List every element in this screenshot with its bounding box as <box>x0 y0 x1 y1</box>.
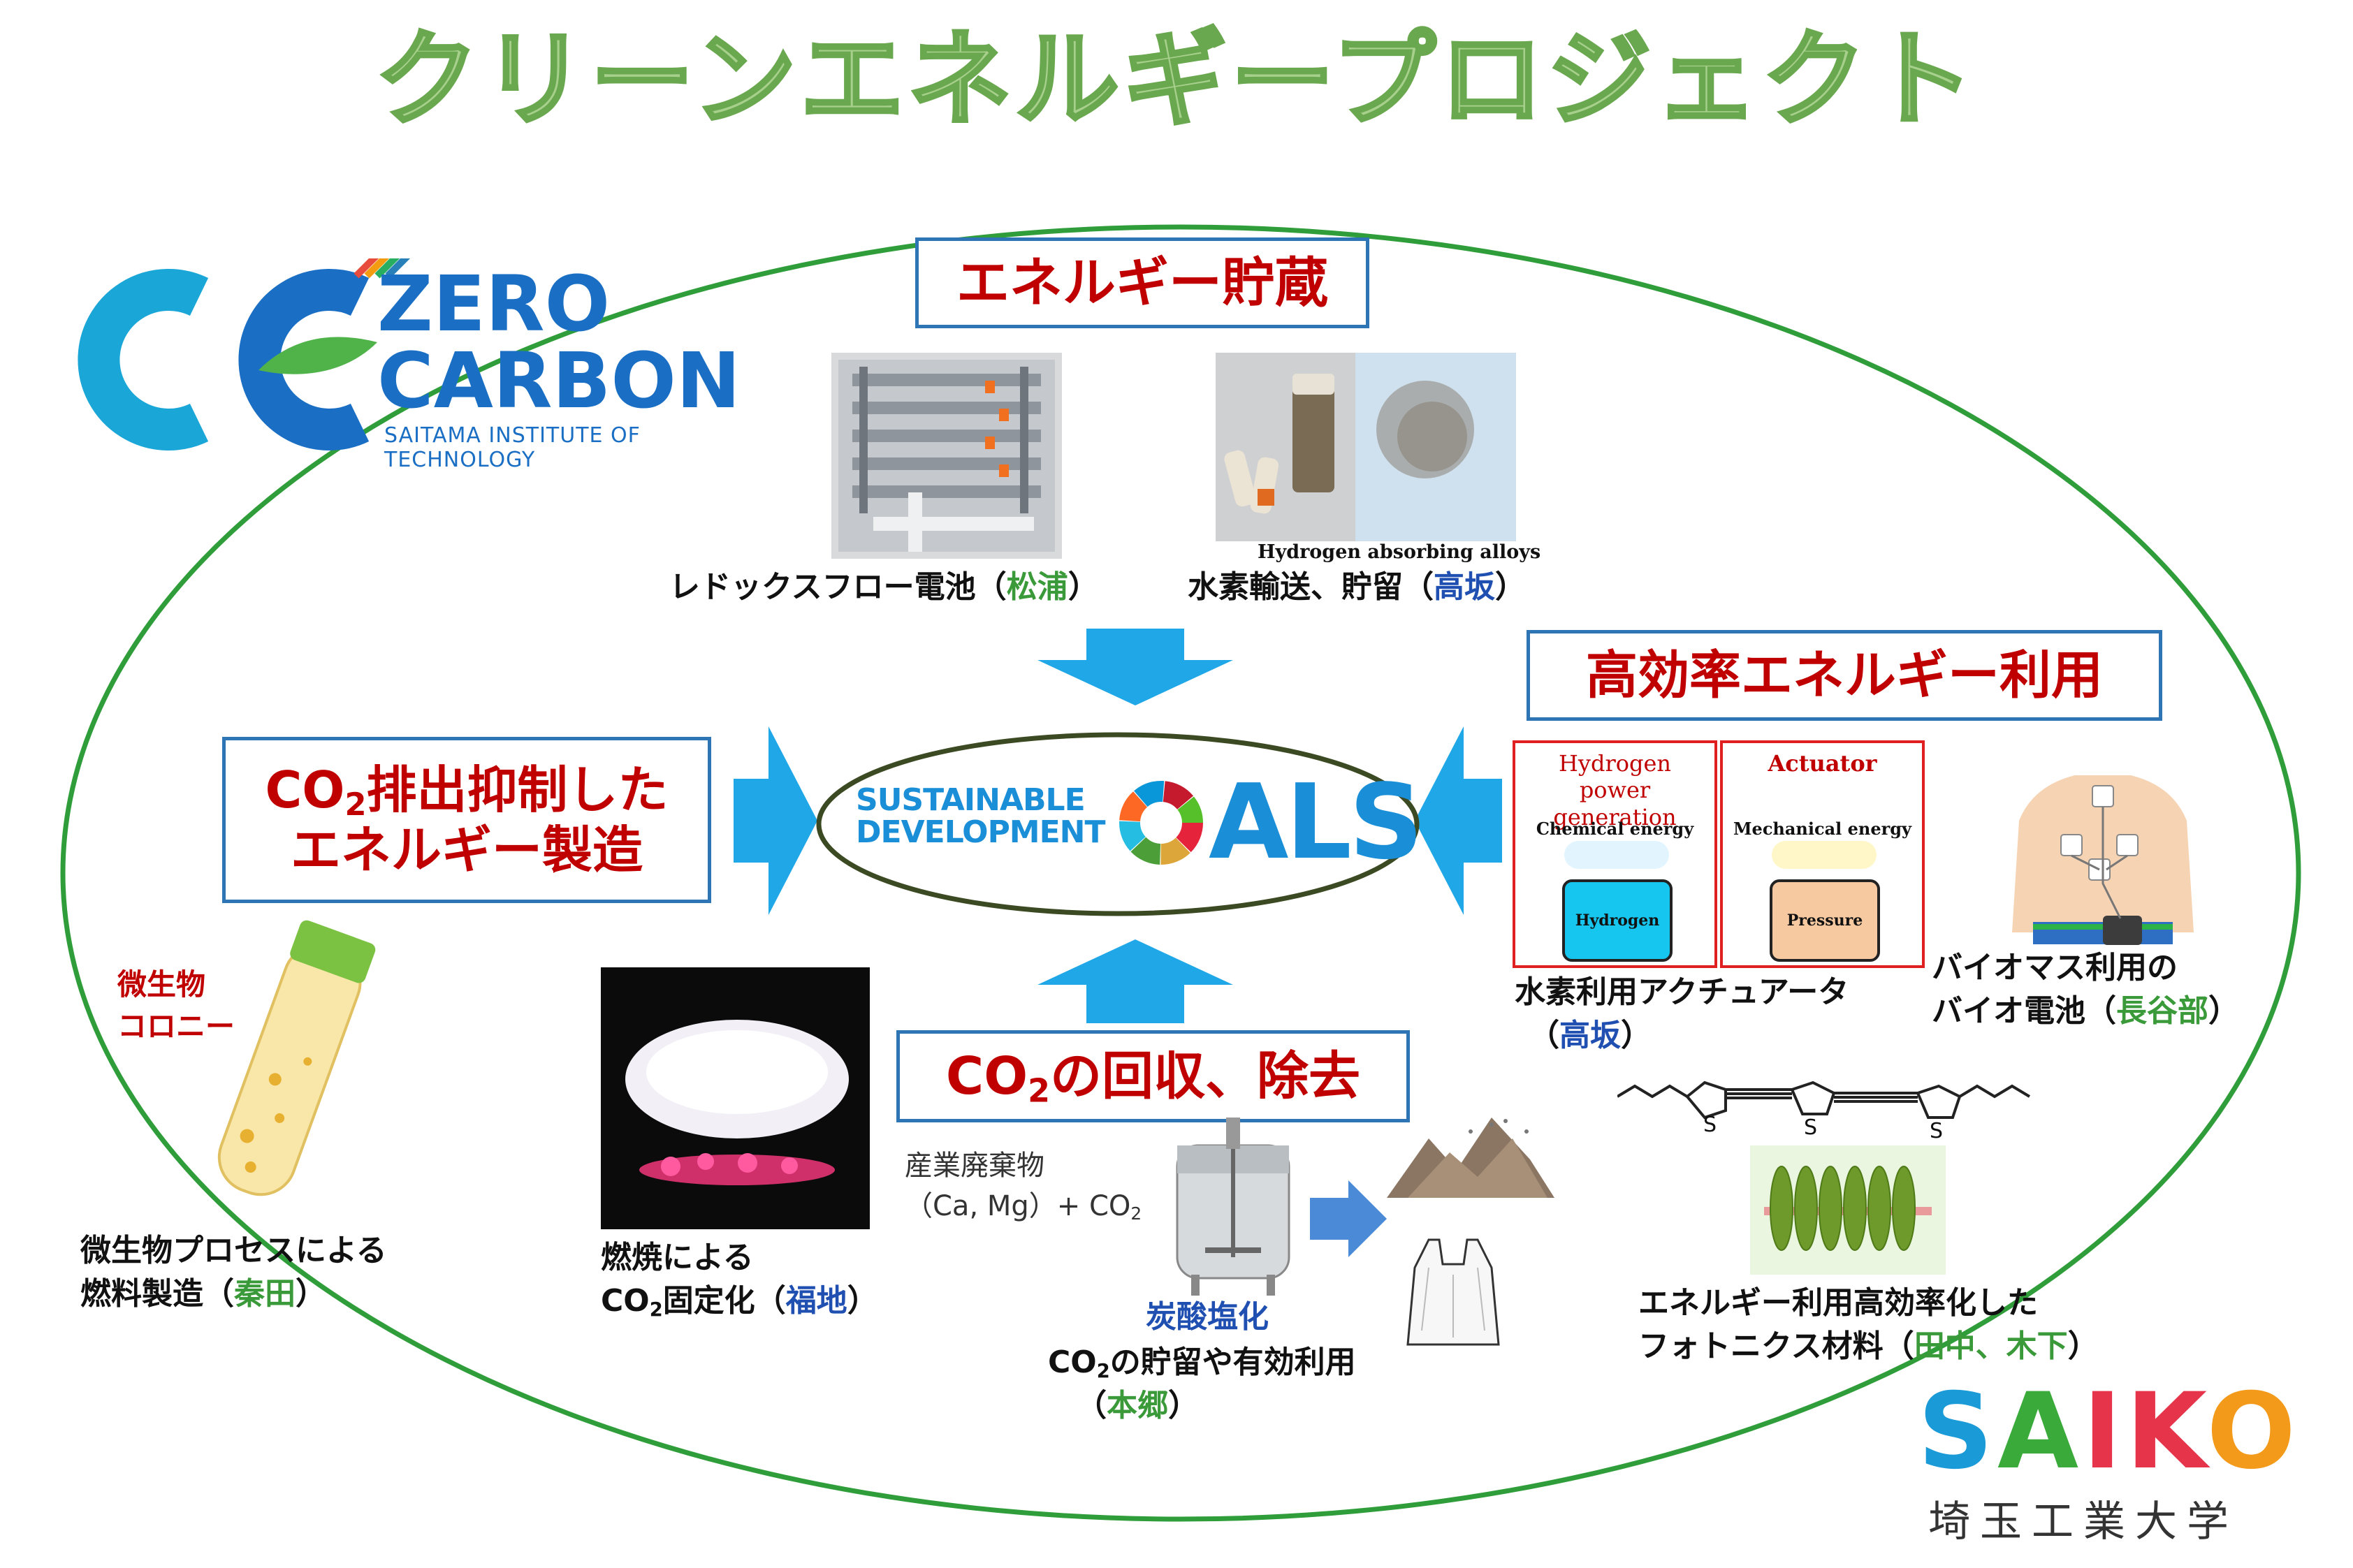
cc-mark-icon <box>78 258 411 450</box>
zero-text: ZERO <box>377 259 611 349</box>
zero-carbon-subtitle: SAITAMA INSTITUTE OF TECHNOLOGY <box>384 423 641 472</box>
section-energy-storage-label: エネルギー貯蔵 <box>956 251 1328 314</box>
industrial-waste-label: 産業廃棄物 （Ca, Mg）+ CO2 <box>905 1150 1142 1224</box>
microbe-caption: 微生物プロセスによる 燃料製造（秦田） <box>80 1233 387 1312</box>
sdg-development: DEVELOPMENT <box>856 814 1105 851</box>
combustion-flame-image <box>601 967 870 1229</box>
hydrogen-caption: 水素輸送、貯留（高坂） <box>1188 569 1526 605</box>
oligothiophene-molecule-image <box>1617 1080 2031 1120</box>
hydrogen-power-panel: Hydrogen power generation Chemical energ… <box>1513 740 1717 968</box>
pressure-box: Pressure <box>1770 879 1880 962</box>
thiophene-s-3: S <box>1930 1119 1944 1143</box>
zero-carbon-logo: ZERO CARBON SAITAMA INSTITUTE OF TECHNOL… <box>49 258 775 472</box>
chemical-glow <box>1564 841 1669 869</box>
sdg-goals-text: ALS <box>1209 762 1423 882</box>
section-co2-manufacturing: CO2排出抑制した エネルギー製造 <box>222 737 711 903</box>
bio-battery-caption: バイオマス利用の バイオ電池（長谷部） <box>1932 950 2239 1030</box>
sdg-wheel-icon <box>1119 781 1203 865</box>
section-high-efficiency-label: 高効率エネルギー利用 <box>1586 645 2103 705</box>
page-title: クリーンエネルギープロジェクト <box>374 20 1978 140</box>
section-co2-capture-label: CO2の回収、除去 <box>945 1046 1361 1110</box>
thiophene-s-2: S <box>1804 1115 1818 1140</box>
photonic-crystal-image <box>1750 1145 1946 1275</box>
sdg-sustainable: SUSTAINABLE <box>856 782 1086 818</box>
hydrogen-box: Hydrogen <box>1562 879 1673 962</box>
arrow-down-icon <box>1037 629 1233 705</box>
arrow-right-icon <box>734 726 817 915</box>
actuator-panel: Actuator Mechanical energy Pressure <box>1720 740 1925 968</box>
saiko-logo: SAIKO 埼玉工業大学 <box>1918 1371 2337 1546</box>
photonics-caption: エネルギー利用高効率化した フォトニクス材料（田中、木下） <box>1638 1285 2099 1365</box>
redox-flow-battery-image <box>831 353 1062 559</box>
plastic-bag-icon <box>1406 1238 1500 1346</box>
redox-caption: レドックスフロー電池（松浦） <box>669 569 1099 605</box>
carbonation-arrow-icon <box>1310 1180 1387 1257</box>
actuator-caption: 水素利用アクチュアータ （高坂） <box>1515 974 1849 1054</box>
mechanical-glow <box>1772 841 1877 869</box>
section-high-efficiency: 高効率エネルギー利用 <box>1527 630 2162 721</box>
carbonation-caption: CO2の貯留や有効利用 （本郷） <box>1048 1344 1356 1424</box>
saiko-wordmark: SAIKO <box>1918 1371 2300 1493</box>
reactor-vessel-image <box>1176 1118 1290 1296</box>
colony-label: 微生物 コロニー <box>117 967 235 1043</box>
bio-battery-wearer-image <box>2012 775 2194 945</box>
thiophene-s-1: S <box>1703 1113 1717 1137</box>
university-name: 埼玉工業大学 <box>1928 1497 2238 1546</box>
microbe-test-tube-image <box>217 920 376 1196</box>
carbon-text: CARBON <box>377 336 741 425</box>
arrow-up-icon <box>1037 939 1233 1023</box>
mechanical-energy-label: Mechanical energy <box>1733 819 1911 839</box>
hydrogen-power-title: Hydrogen power generation <box>1553 750 1677 830</box>
section-energy-storage: エネルギー貯蔵 <box>915 237 1369 328</box>
arrow-left-icon <box>1415 726 1502 915</box>
hydrogen-alloys-image <box>1216 353 1516 541</box>
section-co2-manufacturing-line1: CO2排出抑制した <box>265 760 669 823</box>
actuator-title: Actuator <box>1768 750 1877 777</box>
section-co2-manufacturing-line2: エネルギー製造 <box>290 821 643 879</box>
section-co2-capture: CO2の回収、除去 <box>896 1030 1410 1122</box>
carbonation-label: 炭酸塩化 <box>1146 1299 1269 1335</box>
chemical-energy-label: Chemical energy <box>1536 819 1694 839</box>
mountain-image <box>1387 1118 1554 1198</box>
combustion-caption: 燃焼による CO2固定化（福地） <box>601 1240 878 1321</box>
sdg-goals-badge: SUSTAINABLE DEVELOPMENT G ALS <box>814 730 1423 918</box>
hydrogen-alloys-label: Hydrogen absorbing alloys <box>1258 541 1541 563</box>
sdg-oval <box>816 732 1420 916</box>
